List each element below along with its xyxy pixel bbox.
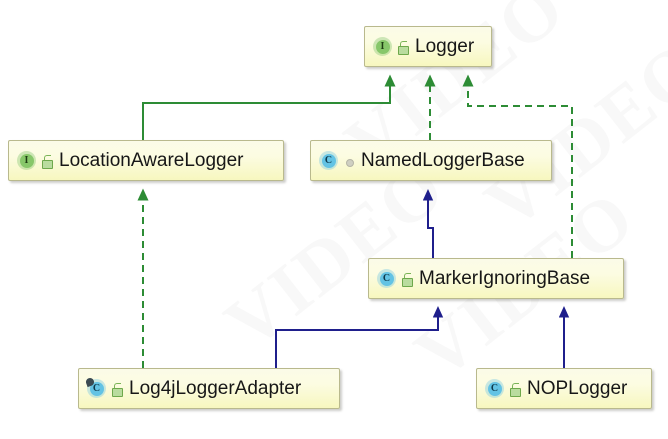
class-icon: C	[485, 379, 504, 398]
class-icon-letter: C	[89, 381, 104, 396]
interface-icon-letter: I	[375, 39, 390, 54]
class-icon-letter: C	[379, 271, 394, 286]
class-node-label: Logger	[415, 36, 475, 57]
edge-log4jloggeradapter-to-markerignoringbase	[275, 306, 444, 368]
class-node-label: NOPLogger	[527, 378, 628, 399]
class-adapter-icon: C	[84, 376, 106, 398]
interface-icon: I	[17, 151, 36, 170]
class-icon-letter: C	[321, 153, 336, 168]
dot-icon	[342, 153, 356, 169]
class-node-named-logger-base[interactable]: C NamedLoggerBase	[310, 140, 552, 181]
class-node-label: Log4jLoggerAdapter	[129, 378, 302, 399]
class-node-log4j-logger-adapter[interactable]: C Log4jLoggerAdapter	[78, 368, 340, 409]
lock-icon	[110, 381, 124, 397]
class-node-label: MarkerIgnoringBase	[419, 268, 591, 289]
edge-markerignoringbase-to-namedloggerbase	[422, 189, 434, 258]
class-node-location-aware-logger[interactable]: I LocationAwareLogger	[8, 140, 284, 181]
class-node-label: LocationAwareLogger	[59, 150, 244, 171]
class-icon: C	[319, 151, 338, 170]
lock-icon	[400, 271, 414, 287]
class-node-nop-logger[interactable]: C NOPLogger	[476, 368, 652, 409]
interface-icon-letter: I	[19, 153, 34, 168]
class-icon-letter: C	[487, 381, 502, 396]
class-node-logger[interactable]: I Logger	[364, 26, 492, 67]
class-icon: C	[377, 269, 396, 288]
lock-icon	[508, 381, 522, 397]
class-node-marker-ignoring-base[interactable]: C MarkerIgnoringBase	[368, 258, 624, 299]
lock-icon	[396, 39, 410, 55]
edge-locationawarelogger-to-logger	[142, 74, 396, 140]
interface-icon: I	[373, 37, 392, 56]
edge-markerignoringbase-to-logger	[462, 74, 573, 258]
class-node-label: NamedLoggerBase	[361, 150, 525, 171]
lock-icon	[40, 153, 54, 169]
